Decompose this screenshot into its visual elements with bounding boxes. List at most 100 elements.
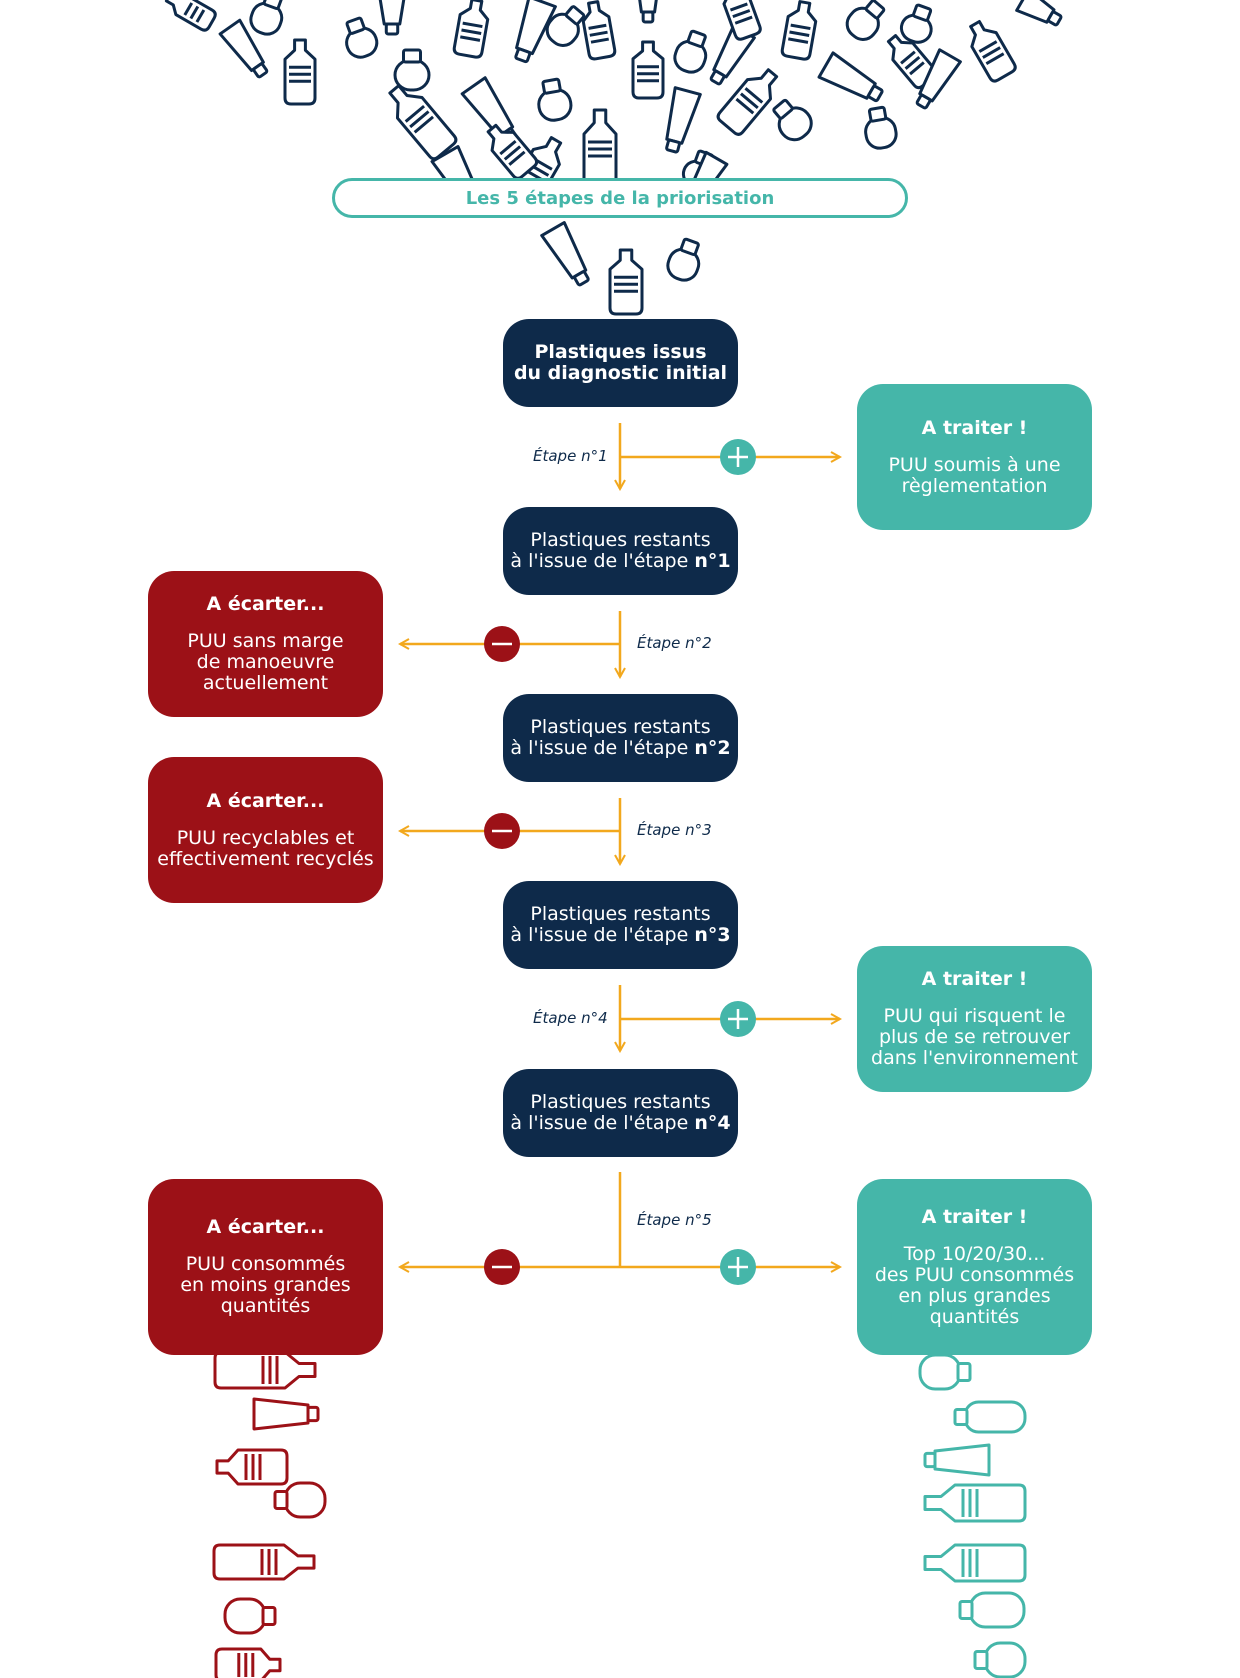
- remaining-line-2: à l'issue de l'étape: [510, 924, 695, 946]
- discard-line: effectivement recyclés: [157, 847, 374, 870]
- plastic-bottle-icon: [537, 77, 573, 122]
- title-pill: Les 5 étapes de la priorisation: [332, 178, 908, 218]
- plastic-bottle-icon: [393, 48, 431, 92]
- plus-circle-icon: [720, 1249, 756, 1285]
- discard-line: PUU sans marge: [187, 630, 344, 652]
- treat-box-1: A traiter ! PUU soumis à une règlementat…: [857, 384, 1092, 530]
- tube-icon: [817, 51, 884, 103]
- treat-line: plus de se retrouver: [878, 1026, 1071, 1048]
- plastic-bottle-icon: [388, 84, 458, 161]
- remaining-line-1: Plastiques restants: [530, 529, 711, 551]
- step-label-5: Étape n°5: [637, 1211, 712, 1229]
- plastic-bottle-icon: [249, 0, 284, 36]
- plastic-bottle-icon: [215, 1448, 289, 1486]
- plastic-bottle-icon: [283, 38, 317, 106]
- treat-line: règlementation: [901, 474, 1048, 497]
- discard-heading: A écarter...: [206, 1216, 325, 1238]
- discard-box-2: A écarter... PUU recyclables et effectiv…: [148, 757, 383, 903]
- plus-circle-icon: [720, 1001, 756, 1037]
- plus-circle-icon: [720, 439, 756, 475]
- plastic-bottle-icon: [164, 0, 217, 32]
- discard-heading: A écarter...: [206, 593, 325, 615]
- treat-box-2: A traiter ! PUU qui risquent le plus de …: [857, 946, 1092, 1092]
- plastic-bottle-icon: [958, 1591, 1026, 1629]
- tube-icon: [665, 86, 702, 154]
- tube-icon: [1015, 0, 1063, 27]
- plastic-bottle-icon: [273, 1481, 327, 1519]
- plastic-bottle-icon: [973, 1641, 1027, 1678]
- treat-line: dans l'environnement: [871, 1047, 1078, 1069]
- plastic-bottle-icon: [772, 98, 813, 142]
- plastic-bottle-icon: [673, 29, 708, 74]
- step-number: n°3: [694, 924, 731, 946]
- step-label-3: Étape n°3: [637, 821, 712, 839]
- discard-heading: A écarter...: [206, 789, 325, 812]
- plastic-bottle-icon: [212, 1543, 316, 1581]
- plastic-bottle-icon: [969, 19, 1017, 83]
- treat-line: Top 10/20/30...: [903, 1242, 1046, 1265]
- remaining-line-2: à l'issue de l'étape: [510, 550, 695, 572]
- remaining-box-1: Plastiques restants à l'issue de l'étape…: [503, 507, 738, 595]
- treat-heading: A traiter !: [921, 968, 1028, 990]
- step-number: n°1: [694, 550, 731, 572]
- remaining-box-3: Plastiques restants à l'issue de l'étape…: [503, 881, 738, 969]
- plastic-bottle-icon: [223, 1597, 277, 1635]
- step-number: n°2: [694, 737, 731, 759]
- plastic-bottle-icon: [923, 1543, 1027, 1583]
- treat-line: quantités: [929, 1305, 1020, 1328]
- tube-icon: [218, 18, 269, 79]
- treat-heading: A traiter !: [921, 1205, 1028, 1228]
- plastic-bottle-icon: [923, 1483, 1027, 1523]
- remaining-box-2: Plastiques restants à l'issue de l'étape…: [503, 694, 738, 782]
- plastic-bottle-icon: [452, 0, 490, 59]
- step-number: n°4: [694, 1112, 731, 1134]
- discard-line: de manoeuvre: [196, 651, 335, 673]
- minus-circle-icon: [484, 626, 520, 662]
- treat-box-3: A traiter ! Top 10/20/30... des PUU cons…: [857, 1179, 1092, 1355]
- plastic-bottle-icon: [899, 3, 933, 44]
- start-box: Plastiques issus du diagnostic initial: [503, 319, 738, 407]
- plastic-bottle-icon: [213, 1350, 317, 1390]
- discard-line: quantités: [220, 1295, 311, 1317]
- tube-icon: [514, 0, 557, 64]
- start-line-2: du diagnostic initial: [513, 362, 728, 384]
- treat-line: PUU soumis à une: [888, 453, 1061, 476]
- step-label-1: Étape n°1: [533, 447, 608, 465]
- plastic-bottle-icon: [581, 0, 617, 61]
- discard-line: PUU recyclables et: [176, 826, 355, 849]
- remaining-line-1: Plastiques restants: [530, 903, 711, 925]
- step-label-4: Étape n°4: [533, 1009, 608, 1027]
- treat-line: PUU qui risquent le: [883, 1005, 1066, 1027]
- discard-line: actuellement: [202, 672, 329, 694]
- plastic-bottle-icon: [845, 0, 886, 41]
- plastic-bottle-icon: [608, 248, 644, 316]
- plastic-bottle-icon: [780, 0, 818, 61]
- remaining-line-2: à l'issue de l'étape: [510, 1112, 695, 1134]
- treat-line: des PUU consommés: [874, 1263, 1075, 1286]
- remaining-line-2: à l'issue de l'étape: [510, 737, 695, 759]
- remaining-box-4: Plastiques restants à l'issue de l'étape…: [503, 1069, 738, 1157]
- plastic-bottle-icon: [722, 0, 762, 41]
- treat-line: en plus grandes: [898, 1284, 1051, 1307]
- discard-line: PUU consommés: [185, 1253, 346, 1275]
- tube-icon: [252, 1397, 320, 1431]
- discard-box-1: A écarter... PUU sans marge de manoeuvre…: [148, 571, 383, 717]
- treat-heading: A traiter !: [921, 416, 1028, 439]
- plastic-bottle-icon: [864, 105, 898, 150]
- diagram-title: Les 5 étapes de la priorisation: [465, 187, 775, 209]
- tube-icon: [638, 0, 658, 24]
- discard-line: en moins grandes: [180, 1274, 351, 1296]
- discard-box-3: A écarter... PUU consommés en moins gran…: [148, 1179, 383, 1355]
- plastic-bottle-icon: [214, 1647, 282, 1678]
- remaining-line-1: Plastiques restants: [530, 1091, 711, 1113]
- tube-icon: [540, 221, 590, 287]
- plastic-bottle-icon: [631, 40, 665, 100]
- tube-icon: [923, 1443, 991, 1477]
- plastic-bottle-icon: [953, 1400, 1027, 1434]
- plastic-bottle-icon: [345, 16, 379, 59]
- plastic-bottle-icon: [545, 5, 586, 47]
- plastic-bottle-icon: [666, 237, 701, 282]
- plastic-bottle-icon: [716, 68, 779, 136]
